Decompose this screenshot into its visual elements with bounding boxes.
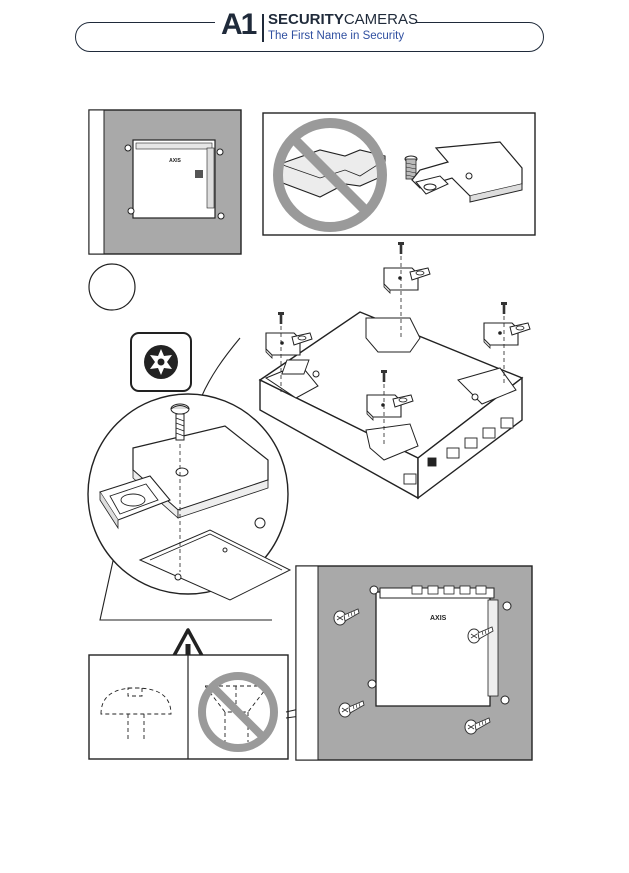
device-with-brackets <box>260 242 530 498</box>
device-brand-label: AXIS <box>430 615 447 622</box>
step-number-circle <box>89 264 135 310</box>
panel-no-adhesive <box>263 113 535 235</box>
panel-wall-screws: AXIS <box>296 566 532 760</box>
panel-screw-types <box>89 655 288 759</box>
device-brand-label-small: AXIS <box>169 158 181 164</box>
panel-wall-device: AXIS <box>89 110 241 254</box>
detail-magnifier <box>88 394 290 600</box>
torx-icon <box>131 333 191 391</box>
